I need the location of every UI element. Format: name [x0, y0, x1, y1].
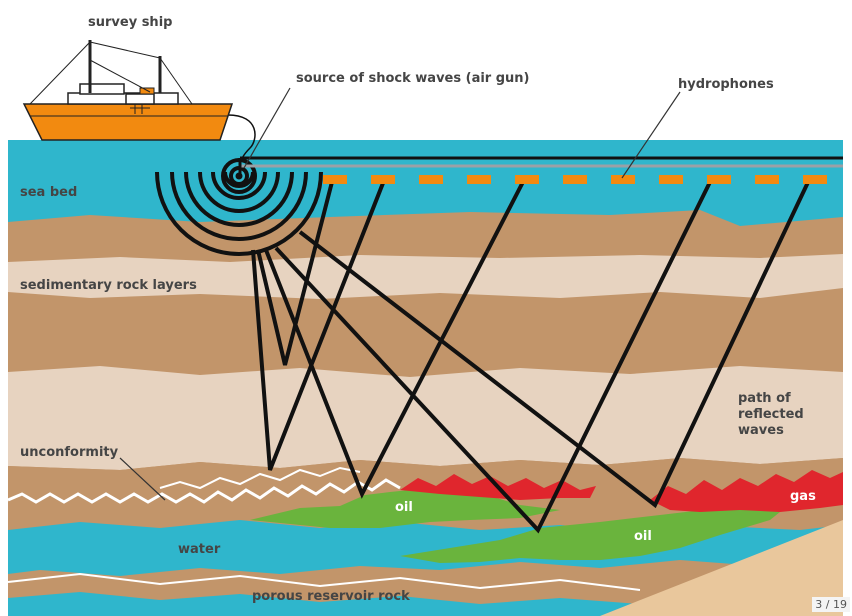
label-reservoir: porous reservoir rock: [252, 589, 410, 604]
reflected-wave-paths: [251, 177, 812, 534]
page-indicator: 3 / 19: [812, 597, 850, 612]
ray-2: [256, 177, 335, 366]
hydrophone: [755, 175, 779, 184]
reservoir-sand: [600, 520, 843, 616]
sea-surface: [8, 140, 843, 144]
hydrophone: [323, 175, 347, 184]
hydrophone: [659, 175, 683, 184]
ship-hull: [22, 103, 234, 141]
ray-5: [298, 177, 812, 509]
label-hydrophones: hydrophones: [678, 77, 774, 92]
rock-layer-3: [8, 366, 843, 470]
rock-layer-2: [8, 254, 843, 299]
gas-pocket-right: [650, 470, 843, 512]
ray-1: [251, 177, 387, 471]
hydrophone: [371, 175, 395, 184]
label-reflected-1: path of: [738, 391, 791, 406]
air-gun-leader: [243, 87, 291, 169]
label-oil-right: oil: [634, 529, 652, 544]
water-layer-lower: [8, 592, 790, 616]
hydrophone: [803, 175, 827, 184]
water-stripe: [7, 572, 641, 591]
label-air-gun: source of shock waves (air gun): [296, 71, 530, 86]
ray-3: [264, 177, 527, 499]
tow-cable: [227, 114, 256, 167]
label-reflected-3: waves: [738, 423, 784, 438]
oil-trap-left: [250, 488, 560, 528]
label-sea-bed: sea bed: [20, 185, 77, 200]
hydrophone: [563, 175, 587, 184]
ray-4: [274, 177, 714, 534]
hydrophone: [467, 175, 491, 184]
survey-ship: [22, 40, 256, 167]
label-survey-ship: survey ship: [88, 15, 172, 30]
hydrophones-leader: [621, 91, 681, 179]
unconformity-line-upper: [159, 466, 361, 490]
hydrophone-array: [323, 175, 827, 184]
label-gas: gas: [790, 489, 816, 504]
oil-trap-right: [400, 504, 790, 563]
hydrophone: [611, 175, 635, 184]
hydrophone: [515, 175, 539, 184]
label-unconformity: unconformity: [20, 445, 119, 460]
ship-funnel: [139, 87, 155, 95]
unconformity-leader: [119, 457, 166, 501]
hydrophone: [707, 175, 731, 184]
label-reflected-2: reflected: [738, 407, 804, 422]
unconformity-line: [7, 478, 401, 504]
label-oil-left: oil: [395, 500, 413, 515]
label-sedimentary: sedimentary rock layers: [20, 278, 197, 293]
hydrophone: [419, 175, 443, 184]
label-water: water: [178, 542, 221, 557]
shock-wave-arcs: [155, 171, 323, 256]
